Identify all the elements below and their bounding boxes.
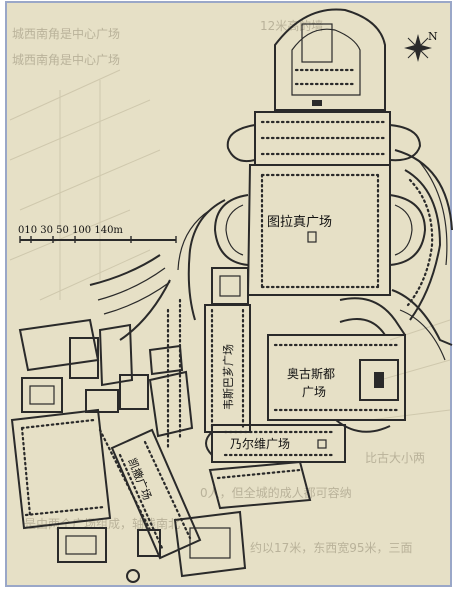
faded-street-grid bbox=[9, 69, 451, 421]
bg-text-line: 0人，但全城的成人都可容纳 bbox=[200, 485, 352, 500]
bg-text-line: 城西南角是中心广场 bbox=[12, 26, 120, 41]
bg-text-line: 城西南角是中心广场 bbox=[12, 52, 120, 67]
page-frame bbox=[5, 1, 452, 587]
label-vespasian-forum: 韦斯巴芗广场 bbox=[221, 344, 235, 410]
temple-of-trajan bbox=[274, 8, 386, 111]
label-augustus-forum-line1: 奥古斯都 bbox=[287, 366, 335, 381]
scale-bar-label: 010 30 50 100 140m bbox=[18, 225, 123, 236]
forum-of-nerva: 乃尔维广场 bbox=[205, 424, 346, 463]
bg-text-line: 比古大小两 bbox=[365, 450, 425, 465]
bg-text-line: 约以17米，东西宽95米，三面 bbox=[250, 540, 413, 555]
southern-structures bbox=[126, 460, 312, 583]
compass-rose-icon: N bbox=[404, 30, 438, 62]
label-trajan-forum: 图拉真广场 bbox=[267, 215, 332, 230]
forum-of-trajan: 图拉真广场 bbox=[213, 164, 427, 296]
clivus-road bbox=[89, 254, 171, 341]
scale-bar: 010 30 50 100 140m bbox=[18, 225, 177, 243]
bg-text-line: 12米高的墙 bbox=[260, 18, 323, 33]
forum-of-augustus: 奥古斯都 广场 bbox=[267, 297, 406, 433]
north-arrow-label: N bbox=[428, 30, 438, 43]
markets-of-trajan bbox=[391, 149, 453, 361]
label-nerva-forum: 乃尔维广场 bbox=[230, 436, 290, 451]
forum-romanum-buildings bbox=[10, 318, 194, 563]
label-augustus-forum-line2: 广场 bbox=[302, 385, 326, 399]
